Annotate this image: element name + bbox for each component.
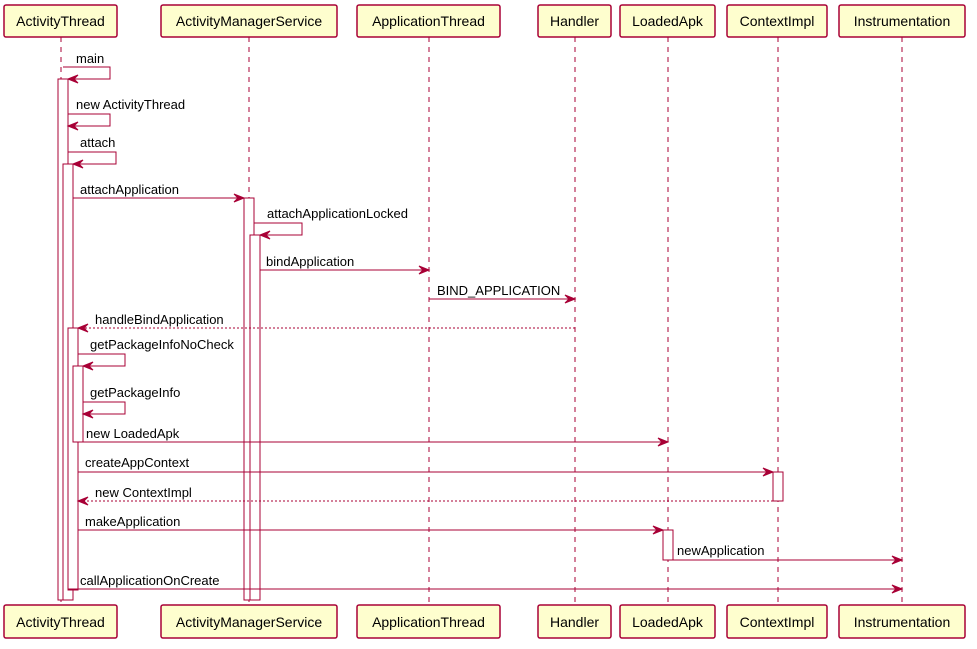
message-label: new LoadedApk bbox=[86, 426, 180, 441]
participant-instrumentation: Instrumentation bbox=[838, 604, 966, 639]
participant-instrumentation: Instrumentation bbox=[838, 4, 966, 38]
message-make-application: makeApplication bbox=[78, 514, 665, 535]
message-label: BIND_APPLICATION bbox=[437, 283, 560, 298]
participant-label: Handler bbox=[550, 13, 599, 29]
participant-label: LoadedApk bbox=[632, 13, 704, 29]
participant-label: ApplicationThread bbox=[372, 13, 485, 29]
message-label: attachApplicationLocked bbox=[267, 206, 408, 221]
message-new-application: newApplication bbox=[673, 543, 904, 565]
participant-label: Instrumentation bbox=[854, 13, 951, 29]
message-label: callApplicationOnCreate bbox=[80, 573, 219, 588]
participant-label: Instrumentation bbox=[854, 614, 951, 630]
participant-loaded-apk: LoadedApk bbox=[619, 604, 716, 639]
message-label: getPackageInfo bbox=[90, 385, 180, 400]
participant-loaded-apk: LoadedApk bbox=[619, 4, 716, 38]
message-label: attach bbox=[80, 135, 115, 150]
message-bind-application-msg: BIND_APPLICATION bbox=[429, 283, 577, 304]
participant-ams: ActivityManagerService bbox=[160, 4, 338, 38]
participant-context-impl: ContextImpl bbox=[726, 604, 828, 639]
message-new-loaded-apk: new LoadedApk bbox=[83, 426, 670, 447]
message-label: handleBindApplication bbox=[95, 312, 224, 327]
participant-label: ActivityManagerService bbox=[176, 614, 322, 630]
participant-label: ContextImpl bbox=[740, 614, 815, 630]
messages: main new ActivityThread attach attachApp… bbox=[63, 51, 904, 594]
message-call-application-on-create: callApplicationOnCreate bbox=[68, 573, 904, 594]
participant-context-impl: ContextImpl bbox=[726, 4, 828, 38]
participants-top: ActivityThread ActivityManagerService Ap… bbox=[3, 4, 966, 38]
message-attach: attach bbox=[68, 135, 117, 169]
message-get-package-info-no-check: getPackageInfoNoCheck bbox=[78, 337, 234, 371]
message-label: main bbox=[76, 51, 104, 66]
participant-ams: ActivityManagerService bbox=[160, 604, 338, 639]
activation-bar bbox=[772, 471, 784, 502]
activation-bar bbox=[662, 529, 674, 561]
message-attach-application-locked: attachApplicationLocked bbox=[254, 206, 408, 240]
message-new-activity-thread: new ActivityThread bbox=[66, 97, 185, 131]
activation-bar bbox=[67, 327, 79, 591]
participant-label: LoadedApk bbox=[632, 614, 704, 630]
participant-label: ActivityThread bbox=[16, 614, 105, 630]
lifelines bbox=[60, 37, 903, 605]
message-label: bindApplication bbox=[266, 254, 354, 269]
message-main: main bbox=[63, 51, 111, 84]
participant-label: ApplicationThread bbox=[372, 614, 485, 630]
message-get-package-info: getPackageInfo bbox=[81, 385, 180, 419]
activations bbox=[57, 78, 784, 601]
participant-label: Handler bbox=[550, 614, 599, 630]
message-label: newApplication bbox=[677, 543, 764, 558]
participant-handler: Handler bbox=[537, 4, 612, 38]
message-label: createAppContext bbox=[85, 455, 189, 470]
participant-app-thread: ApplicationThread bbox=[356, 4, 501, 38]
participant-label: ActivityManagerService bbox=[176, 13, 322, 29]
participant-activity-thread: ActivityThread bbox=[3, 604, 118, 639]
message-label: getPackageInfoNoCheck bbox=[90, 337, 234, 352]
participant-label: ActivityThread bbox=[16, 13, 105, 29]
message-label: attachApplication bbox=[80, 182, 179, 197]
participants-bottom: ActivityThread ActivityManagerService Ap… bbox=[3, 604, 966, 639]
message-attach-application: attachApplication bbox=[73, 182, 246, 203]
activation-bar bbox=[249, 234, 261, 601]
message-label: makeApplication bbox=[85, 514, 180, 529]
message-create-app-context: createAppContext bbox=[78, 455, 775, 477]
participant-handler: Handler bbox=[537, 604, 612, 639]
message-label: new ActivityThread bbox=[76, 97, 185, 112]
message-handle-bind-application: handleBindApplication bbox=[76, 312, 575, 333]
message-bind-application: bindApplication bbox=[260, 254, 431, 275]
participant-label: ContextImpl bbox=[740, 13, 815, 29]
activation-bar bbox=[72, 365, 84, 443]
message-new-context-impl: new ContextImpl bbox=[76, 485, 773, 506]
participant-app-thread: ApplicationThread bbox=[356, 604, 501, 639]
participant-activity-thread: ActivityThread bbox=[3, 4, 118, 38]
message-label: new ContextImpl bbox=[95, 485, 192, 500]
